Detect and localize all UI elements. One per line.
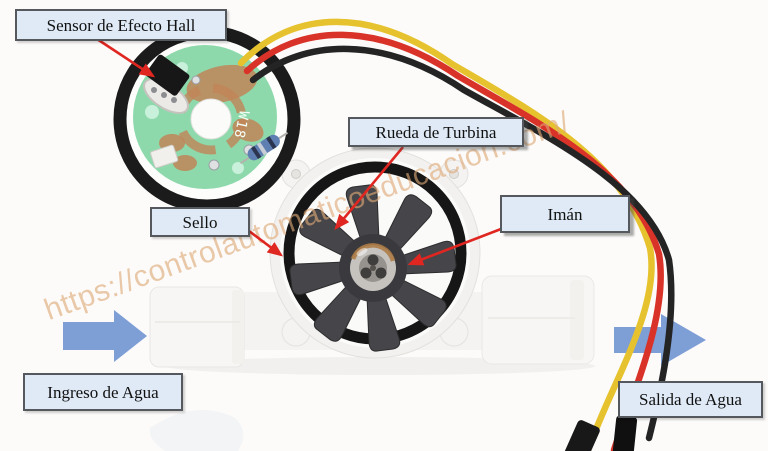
label-hall-sensor-text: Sensor de Efecto Hall [46, 15, 196, 35]
turbine-chamber [269, 147, 481, 359]
inlet-collar [232, 290, 244, 364]
cable-black [249, 45, 675, 442]
smd-component [150, 144, 179, 169]
label-water-outlet-text: Salida de Agua [639, 390, 742, 409]
label-turbine-wheel-text: Rueda de Turbina [375, 122, 497, 142]
pointer-arrow-seal [248, 229, 284, 257]
label-turbine-wheel: Rueda de Turbina [348, 117, 524, 147]
outlet-port [481, 275, 595, 365]
pcb-marking-text: W18 [230, 109, 252, 140]
cable-yellow [237, 18, 655, 451]
background-blur-object [149, 410, 244, 451]
pcb-assembly: W18 [113, 25, 301, 213]
hall-sensor-component [145, 54, 190, 96]
label-seal: Sello [150, 207, 250, 237]
cable-red [243, 31, 664, 451]
copper-trace [186, 64, 258, 104]
pointer-arrow-turbine [334, 146, 405, 231]
cable-connector [564, 420, 600, 451]
label-water-inlet-text: Ingreso de Agua [47, 382, 159, 402]
label-water-inlet: Ingreso de Agua [23, 373, 183, 411]
turbine-wheel [289, 184, 457, 352]
label-magnet: Imán [500, 195, 630, 233]
label-water-outlet: Salida de Agua [618, 381, 763, 418]
magnet-hub [339, 234, 407, 302]
pcb-center-hole [190, 98, 232, 140]
outlet-collar [570, 280, 584, 360]
pointer-arrow-magnet [407, 227, 502, 266]
label-seal-text: Sello [182, 212, 218, 232]
label-magnet-text: Imán [547, 204, 583, 224]
flow-in-arrow-icon [63, 310, 147, 362]
resistor-component [239, 131, 289, 165]
label-hall-sensor: Sensor de Efecto Hall [15, 9, 227, 41]
pointer-arrow-hall-sensor [96, 37, 156, 78]
